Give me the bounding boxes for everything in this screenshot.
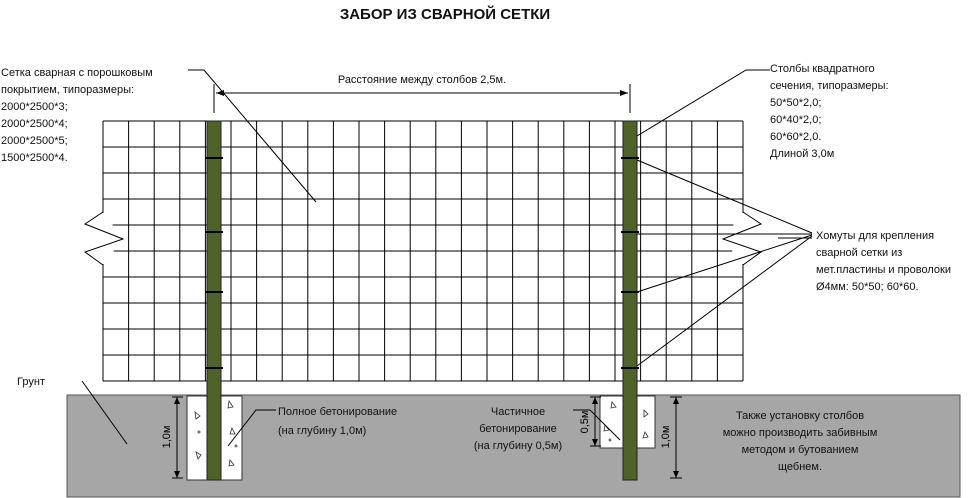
clamps-label-line: Хомуты для крепления [816,230,935,242]
partial-concrete-label: Частичное бетонирование (на глубину 0,5м… [462,404,574,455]
posts-label-line: 50*50*2,0; [770,97,822,109]
welded-mesh [80,120,767,382]
mesh-label-line: 2000*2500*3; [1,101,68,113]
posts-label: Столбы квадратного сечения, типоразмеры:… [770,61,889,163]
depth-full-label: 1,0м [161,426,173,449]
full-concrete-line: Полное бетонирование [278,406,398,418]
clamps-left [205,157,223,369]
partial-concrete-line: (на глубину 0,5м) [473,440,563,452]
alt-install-line: можно производить забивным [722,427,878,439]
mesh-label-line: Сетка сварная с порошковым [1,67,153,79]
partial-concrete-line: бетонирование [479,423,557,435]
posts-label-line: 60*60*2,0. [770,131,822,143]
depth-partial-hole-label: 1,0м [660,426,672,449]
fence-post-left [206,120,222,481]
clamps-label-line: мет.пластины и проволоки [816,264,952,276]
alt-install-line: щебнем. [777,461,823,473]
mesh-break-mask-right [722,213,767,264]
distance-label: Расстояние между столбов 2,5м. [337,74,507,86]
posts-label-line: Длиной 3,0м [770,148,835,160]
mesh-label-line: 1500*2500*4. [1,152,68,164]
diagram-title: ЗАБОР ИЗ СВАРНОЙ СЕТКИ [339,6,551,23]
mesh-break-symbol [83,211,763,266]
posts-label-line: Столбы квадратного [770,63,875,75]
mesh-label-line: 2000*2500*4; [1,118,68,130]
depth-partial-post-label: 0,5м [579,411,591,434]
ground-label: Грунт [17,376,45,388]
clamps-label: Хомуты для крепления сварной сетки из ме… [816,228,951,296]
mesh-label-line: покрытием, типоразмеры: [1,84,135,96]
dim-arrow-left [216,90,224,96]
mesh-label: Сетка сварная с порошковым покрытием, ти… [1,65,153,167]
mesh-label-line: 2000*2500*5; [1,135,68,147]
clamps-right [621,157,639,369]
distance-dimension [213,84,631,113]
posts-label-line: 60*40*2,0; [770,114,822,126]
fence-post-right [622,120,638,481]
clamps-label-line: Ø4мм: 50*50; 60*60. [816,281,919,293]
alt-install-line: Также установку столбов [735,410,865,422]
dim-arrow-right [620,90,628,96]
partial-concrete-line: Частичное [490,406,546,418]
clamps-label-line: сварной сетки из [816,247,903,259]
concrete-texture [194,399,649,467]
mesh-break-mask-left [80,213,125,264]
full-concrete-line: (на глубину 1,0м) [278,425,367,437]
full-concrete-label: Полное бетонирование (на глубину 1,0м) [278,404,397,440]
alt-install-line: методом и бутованием [741,444,859,456]
alt-install-note: Также установку столбов можно производит… [700,408,900,476]
leader-lines [81,69,813,447]
posts-label-line: сечения, типоразмеры: [770,80,889,92]
